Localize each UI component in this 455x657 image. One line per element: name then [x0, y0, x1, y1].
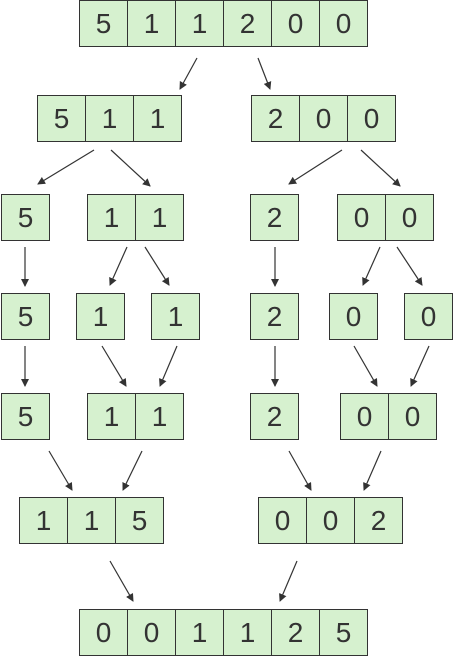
arrow — [288, 149, 343, 185]
array-level2-b: 1 1 — [87, 194, 184, 241]
cell: 0 — [299, 95, 348, 142]
arrow — [179, 57, 198, 90]
array-merge1-c: 2 — [250, 393, 299, 440]
array-merge1-b: 1 1 — [87, 393, 184, 440]
cell: 5 — [37, 95, 86, 142]
cell: 1 — [223, 609, 272, 656]
array-input: 5 1 1 2 0 0 — [79, 0, 368, 47]
array-level3-b: 1 — [76, 293, 125, 340]
cell: 0 — [306, 497, 355, 544]
cell: 1 — [135, 194, 184, 241]
cell: 0 — [347, 95, 396, 142]
arrow — [360, 149, 401, 187]
arrow — [396, 246, 423, 286]
cell: 1 — [151, 293, 200, 340]
cell: 2 — [250, 194, 299, 241]
cell: 1 — [175, 609, 224, 656]
cell: 0 — [79, 609, 128, 656]
cell: 0 — [337, 194, 386, 241]
cell: 5 — [319, 609, 368, 656]
arrow — [37, 149, 95, 185]
cell: 5 — [79, 0, 128, 47]
cell: 5 — [1, 194, 50, 241]
arrow — [363, 450, 382, 491]
arrow — [110, 149, 151, 187]
cell: 0 — [329, 293, 378, 340]
arrow — [410, 345, 430, 387]
cell: 2 — [250, 393, 299, 440]
arrow — [159, 345, 178, 387]
arrow — [257, 57, 272, 90]
arrow — [122, 450, 143, 491]
cell: 1 — [76, 293, 125, 340]
arrow — [109, 246, 128, 286]
cell: 0 — [385, 194, 434, 241]
array-level3-f: 0 — [404, 293, 453, 340]
arrow — [279, 560, 298, 602]
cell: 1 — [87, 194, 136, 241]
arrow — [109, 560, 134, 602]
cell: 1 — [133, 95, 182, 142]
cell: 5 — [1, 393, 50, 440]
array-level3-e: 0 — [329, 293, 378, 340]
cell: 0 — [271, 0, 320, 47]
arrow — [353, 345, 378, 387]
cell: 1 — [19, 497, 68, 544]
cell: 1 — [67, 497, 116, 544]
array-level2-d: 0 0 — [337, 194, 434, 241]
arrow — [144, 246, 170, 286]
cell: 0 — [404, 293, 453, 340]
arrow — [101, 345, 127, 387]
cell: 0 — [127, 609, 176, 656]
cell: 1 — [135, 393, 184, 440]
array-split-right: 2 0 0 — [251, 95, 396, 142]
array-level3-d: 2 — [250, 293, 299, 340]
array-output: 0 0 1 1 2 5 — [79, 609, 368, 656]
array-merge1-a: 5 — [1, 393, 50, 440]
array-merge2-left: 1 1 5 — [19, 497, 164, 544]
cell: 5 — [1, 293, 50, 340]
cell: 0 — [340, 393, 389, 440]
array-split-left: 5 1 1 — [37, 95, 182, 142]
cell: 2 — [250, 293, 299, 340]
cell: 0 — [258, 497, 307, 544]
cell: 1 — [175, 0, 224, 47]
cell: 5 — [115, 497, 164, 544]
array-level3-a: 5 — [1, 293, 50, 340]
array-level2-a: 5 — [1, 194, 50, 241]
array-level2-c: 2 — [250, 194, 299, 241]
cell: 2 — [251, 95, 300, 142]
arrow — [48, 450, 73, 491]
cell: 0 — [388, 393, 437, 440]
arrow — [288, 450, 312, 491]
cell: 1 — [87, 393, 136, 440]
cell: 1 — [85, 95, 134, 142]
array-merge1-d: 0 0 — [340, 393, 437, 440]
array-level3-c: 1 — [151, 293, 200, 340]
cell: 2 — [354, 497, 403, 544]
cell: 2 — [223, 0, 272, 47]
cell: 0 — [319, 0, 368, 47]
cell: 1 — [127, 0, 176, 47]
cell: 2 — [271, 609, 320, 656]
arrow — [362, 246, 381, 286]
array-merge2-right: 0 0 2 — [258, 497, 403, 544]
